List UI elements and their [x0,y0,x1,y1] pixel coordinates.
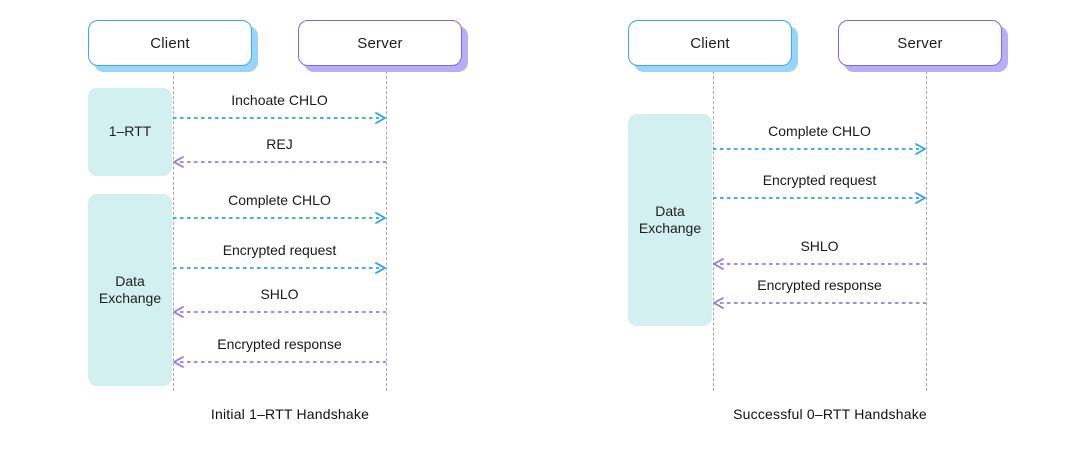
client-actor-label: Client [690,34,730,52]
client-actor-box[interactable]: Client [88,20,252,66]
message-arrow-5 [173,356,386,368]
diagram-caption-left: Initial 1–RTT Handshake [210,406,370,422]
phase-box-data-exchange: Data Exchange [628,114,712,326]
phase-label-data-exchange: Data Exchange [638,202,702,237]
message-label-4: SHLO [260,286,299,302]
message-arrow-2 [173,212,386,224]
message-label-5: Encrypted response [217,336,342,352]
message-label-2: SHLO [800,238,839,254]
server-actor-label: Server [357,34,403,52]
message-arrow-2 [713,258,926,270]
message-label-1: REJ [266,136,293,152]
message-arrow-1 [713,192,926,204]
server-actor-label: Server [897,34,943,52]
message-arrow-1 [173,156,386,168]
phase-box-1rtt: 1–RTT [88,88,172,176]
message-arrow-3 [173,262,386,274]
message-label-3: Encrypted response [757,277,882,293]
diagram-initial-1rtt: Client Server 1–RTT Data Exchange Inchoa… [40,0,540,450]
message-label-2: Complete CHLO [228,192,331,208]
message-label-1: Encrypted request [762,172,877,188]
server-lifeline [386,66,387,391]
server-lifeline [926,66,927,391]
message-arrow-4 [173,306,386,318]
diagram-successful-0rtt: Client Server Data Exchange Complete CHL… [580,0,1080,450]
diagram-caption-right: Successful 0–RTT Handshake [733,406,927,422]
client-actor-box[interactable]: Client [628,20,792,66]
server-actor-box[interactable]: Server [838,20,1002,66]
message-label-3: Encrypted request [222,242,337,258]
phase-box-data-exchange: Data Exchange [88,194,172,386]
message-arrow-3 [713,297,926,309]
message-label-0: Complete CHLO [768,123,871,139]
client-lifeline [713,66,714,391]
client-lifeline [173,66,174,391]
client-actor-label: Client [150,34,190,52]
message-label-0: Inchoate CHLO [231,92,328,108]
message-arrow-0 [173,112,386,124]
phase-label-1rtt: 1–RTT [108,123,152,140]
phase-label-data-exchange: Data Exchange [98,272,162,307]
message-arrow-0 [713,143,926,155]
server-actor-box[interactable]: Server [298,20,462,66]
